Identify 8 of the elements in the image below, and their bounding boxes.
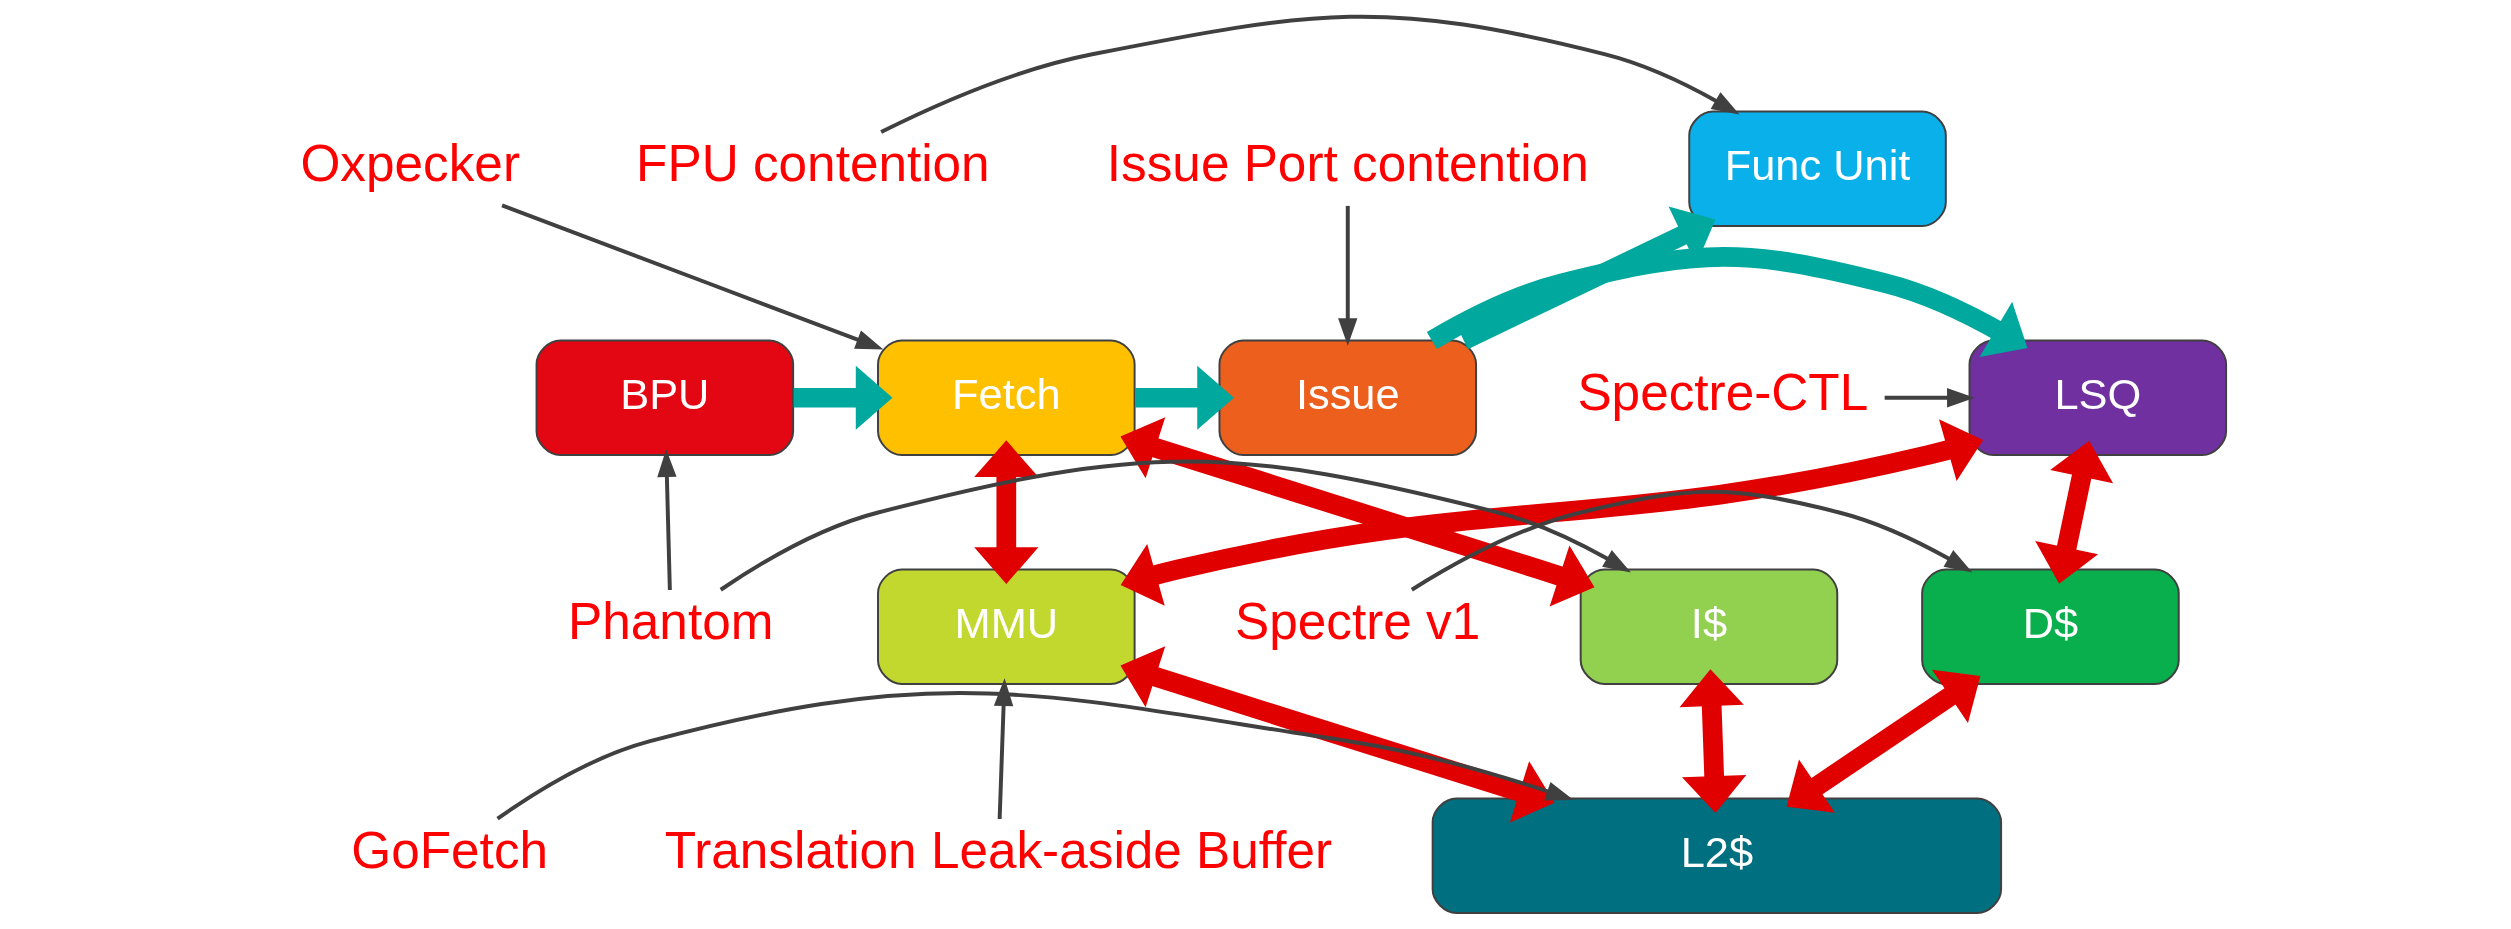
node-text: Issue Port contention — [1106, 135, 1589, 193]
node-text: Oxpecker — [300, 135, 520, 193]
node-text: GoFetch — [351, 822, 549, 880]
node-text: Phantom — [568, 593, 774, 651]
node-text: Spectre-CTL — [1577, 364, 1869, 422]
node-text: Spectre v1 — [1235, 593, 1481, 651]
node-text: Translation Leak-aside Buffer — [664, 822, 1333, 880]
node-text: FPU contention — [636, 135, 990, 193]
